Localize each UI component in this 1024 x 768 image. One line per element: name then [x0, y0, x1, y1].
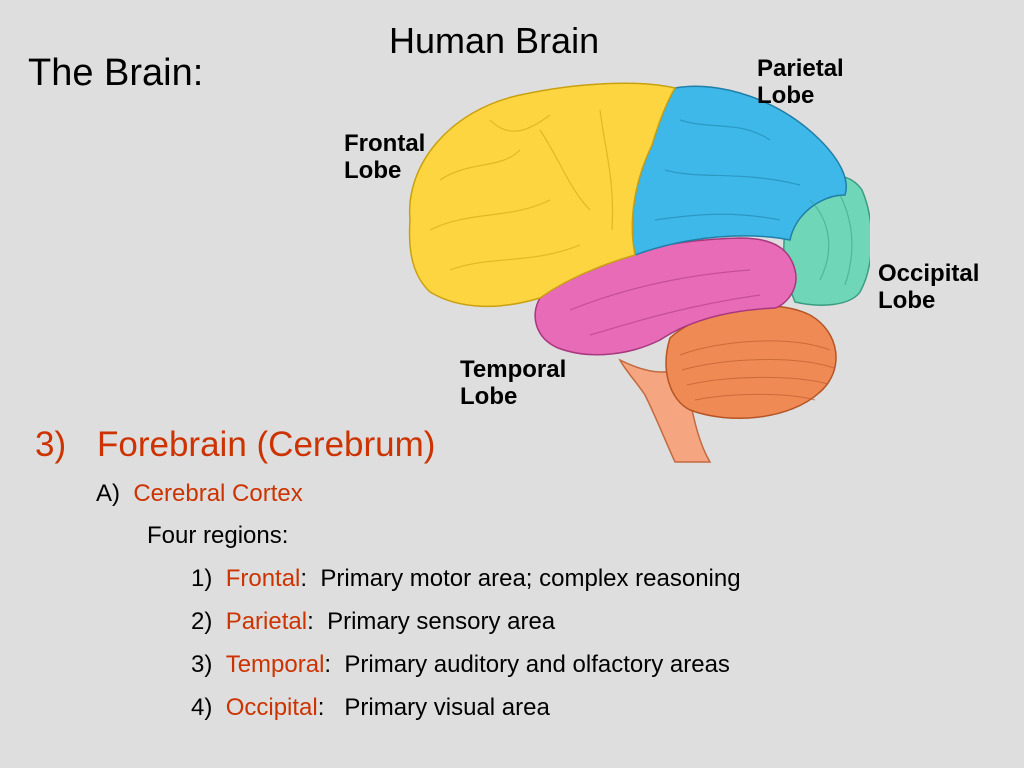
frontal-lobe: [408, 82, 677, 308]
region-item: 3) Temporal: Primary auditory and olfact…: [191, 651, 730, 678]
brain-diagram: [408, 82, 870, 463]
region-item: 1) Frontal: Primary motor area; complex …: [191, 565, 741, 592]
outline-heading: 3) Forebrain (Cerebrum): [35, 425, 435, 465]
subheading-text: Cerebral Cortex: [133, 480, 303, 507]
outline-subheading: A) Cerebral Cortex: [96, 480, 303, 508]
side-title: The Brain:: [28, 52, 204, 94]
brainstem: [618, 358, 712, 463]
region-item: 2) Parietal: Primary sensory area: [191, 608, 556, 635]
region-item: 4) Occipital: Primary visual area: [191, 694, 550, 721]
outline-heading-number: 3): [35, 425, 67, 464]
four-regions-label: Four regions:: [147, 522, 289, 549]
subheading-number: A): [96, 480, 120, 507]
slide-title: Human Brain: [389, 20, 600, 61]
outline-heading-text: Forebrain (Cerebrum): [97, 425, 436, 464]
